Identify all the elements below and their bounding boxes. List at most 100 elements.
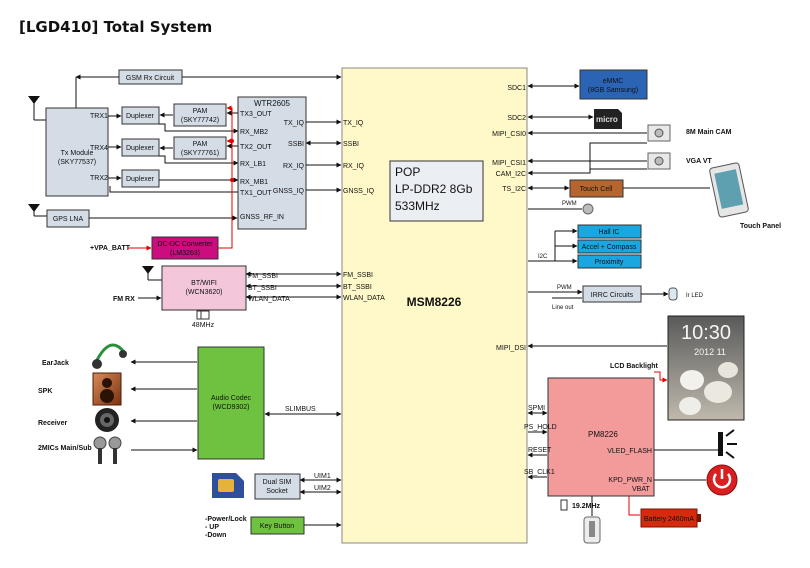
touch-panel-label: Touch Panel [740,223,781,230]
wtr-gnss-iq: GNSS_IQ [273,188,305,195]
dcdc-junction-1 [230,139,234,143]
cam-8m-label: 8M Main CAM [686,129,732,136]
phone-time: 10:30 [681,322,731,344]
mics-label: 2MICs Main/Sub [38,445,92,452]
pwm-label-1: PWM [562,201,577,207]
pm8226-label: PM8226 [588,430,618,439]
audio-codec-label: Audio Codec [211,395,252,402]
svg-text:micro: micro [596,115,618,124]
line-out-label: Line out [552,305,574,311]
antenna-icon [28,96,46,121]
hall-ic-label: Hall IC [598,229,619,236]
soc-pin-wlan-data: WLAN_DATA [343,295,385,302]
battery-label: Battery 2460mA [644,516,695,523]
earjack-label: EarJack [42,360,69,367]
bt-wifi-block [161,265,247,311]
wtr-tx3-out: TX3_OUT [240,111,272,118]
spk-label: SPK [38,388,52,395]
tx1-out-line [109,186,239,193]
speaker-icon [92,372,122,406]
dual-sim-block [254,473,301,500]
pm8226-block [547,377,655,497]
soc-pin-cam-i2c: CAM_I2C [496,171,526,178]
pam-2 [173,136,227,160]
lpddr2-line-2: LP-DDR2 8Gb [395,182,473,196]
pm-pin-reset: RESET [528,447,552,454]
headphones-icon [92,343,127,369]
microphones-icon [93,436,122,464]
mhz192-label: 19.2MHz [572,503,601,510]
duplexer-2-label: Duplexer [126,145,155,152]
mhz48-label: 48MHz [192,322,215,329]
wtr-rx-iq: RX_IQ [283,163,305,170]
soc-pin-mipi-csi0: MIPI_CSI0 [492,131,526,138]
dcdc-part: (LM3263) [170,250,200,257]
rx-lb1-line [159,155,239,166]
tx-module-part: (SKY77537) [58,159,96,166]
ir-led-icon [668,287,678,301]
page-title: [LGD410] Total System [19,18,212,36]
bt-wifi-part: (WCN3620) [186,289,223,296]
touch-panel-icon [709,162,749,218]
emmc-block [579,69,648,100]
lpddr2-block [389,160,484,222]
wtr-tx1-out: TX1_OUT [240,190,272,197]
tx-module-label: Tx Module [61,150,94,157]
soc-pin-ssbi: SSBI [343,141,359,148]
ir-led-label: Ir LED [686,293,704,299]
msm8226-block [341,67,528,544]
lpddr2-line-1: POP [395,165,420,179]
slimbus-label: SLIMBUS [285,406,316,413]
pm-pin-ps-hold: PS_HOLD [524,424,557,431]
soc-pin-fm-ssbi: FM_SSBI [343,272,373,279]
flash-led-icon [718,429,737,459]
backlight-link [654,371,668,383]
bt-pin-bt-ssbi: BT_SSBI [248,285,277,292]
power-button-icon [706,464,738,496]
microsd-card-icon: micro [594,109,622,129]
trx2-label: TRX2 [90,175,108,182]
i2c-label: I2C [538,254,548,260]
soc-pin-ts-i2c: TS_I2C [502,186,526,193]
uim1-label: UIM1 [314,473,331,480]
soc-pin-sdc2: SDC2 [507,115,526,122]
wtr-rx-lb1: RX_LB1 [240,161,266,168]
bt-pin-fm-ssbi: FM_SSBI [248,273,278,280]
crystal-48mhz [196,310,210,320]
soc-pin-rx-iq: RX_IQ [343,163,365,170]
accel-compass-block [577,239,642,254]
audio-codec-block [197,346,265,460]
emmc-label: eMMC [603,78,624,85]
pam-2-label: PAM [193,141,208,148]
gps-antenna-icon [28,204,47,217]
bt-wifi-label: BT/WIFI [191,280,217,287]
key-label-power: -Power/Lock [205,516,247,523]
dcdc-label: DC-DC Converter [157,241,213,248]
wtr2605-block [237,96,307,230]
pm-pin-vled-flash: VLED_FLASH [607,448,652,455]
wtr-ssbi: SSBI [288,141,304,148]
soc-pin-gnss-iq: GNSS_IQ [343,188,375,195]
receiver-label: Receiver [38,420,67,427]
fm-rx-label: FM RX [113,296,135,303]
hall-ic-block [577,224,642,239]
pm-pin-sb-clk1: SB_CLK1 [524,469,555,476]
wtr-rx-mb1: RX_MB1 [240,179,268,186]
accel-compass-label: Accel + Compass [582,244,637,251]
sim-card-icon [212,473,244,498]
lcd-backlight-label: LCD Backlight [610,363,659,370]
dcdc-junction-2 [230,178,234,182]
pm-pin-kpd-pwr-n: KPD_PWR_N [608,477,652,484]
vpa-batt-label: +VPA_BATT [90,245,131,252]
tx-module-block [45,107,109,197]
vga-vt-label: VGA VT [686,158,713,165]
pam-1 [173,103,227,127]
pm-pin-vbat: VBAT [632,486,650,493]
touch-cell-label: Touch Cell [580,186,613,193]
soc-pin-tx-iq: TX_IQ [343,120,364,127]
duplexer-1 [121,106,160,125]
wtr-tx-iq: TX_IQ [284,120,305,127]
irrc-label: IRRC Circuits [591,292,634,299]
trx4-label: TRX4 [90,145,108,152]
receiver-icon [95,408,119,432]
